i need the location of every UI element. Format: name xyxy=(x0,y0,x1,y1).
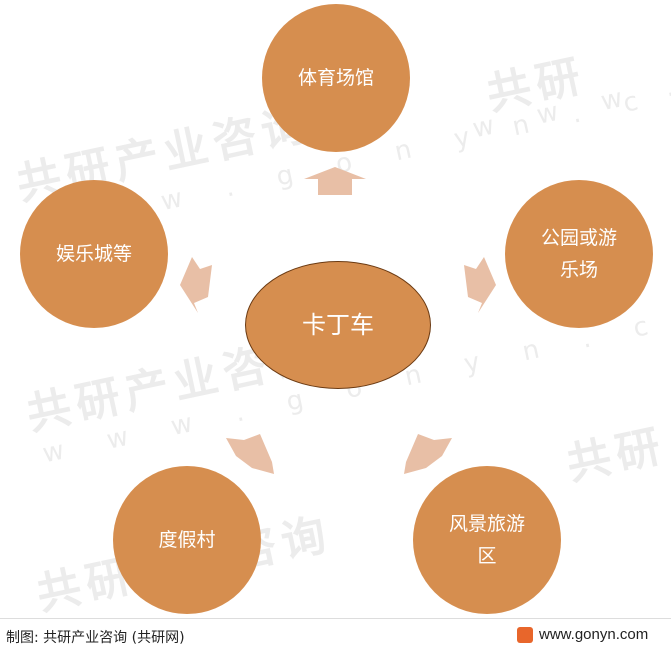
arrow-up-icon xyxy=(304,167,366,195)
node-center: 卡丁车 xyxy=(245,261,431,389)
footer-url: www.gonyn.com xyxy=(539,626,649,643)
node-bottom-left-label: 度假村 xyxy=(158,529,216,551)
node-bottom-right-label: 风景旅游 区 xyxy=(448,513,525,567)
node-top: 体育场馆 xyxy=(262,4,410,152)
footer: 制图: 共研产业咨询 (共研网) www.gonyn.com xyxy=(0,618,671,651)
arrow-up-right-icon xyxy=(464,257,496,313)
logo-icon xyxy=(517,627,533,643)
node-bottom-right: 风景旅游 区 xyxy=(413,466,561,614)
node-center-label: 卡丁车 xyxy=(302,311,374,339)
node-right-label: 公园或游 乐场 xyxy=(540,227,617,281)
arrow-down-left-icon xyxy=(226,434,274,474)
watermark-brand-short: 共研 xyxy=(562,419,671,491)
node-left: 娱乐城等 xyxy=(20,180,168,328)
node-left-label: 娱乐城等 xyxy=(55,243,132,265)
node-right: 公园或游 乐场 xyxy=(505,180,653,328)
node-top-label: 体育场馆 xyxy=(297,67,374,89)
arrow-up-left-icon xyxy=(180,257,212,313)
watermark-brand-short: 共研 xyxy=(482,49,591,121)
watermark-url: w w w . g o n y n . c o m xyxy=(470,0,671,145)
node-bottom-left: 度假村 xyxy=(113,466,261,614)
arrow-down-right-icon xyxy=(404,434,452,474)
source-note: 制图: 共研产业咨询 (共研网) xyxy=(6,630,185,646)
